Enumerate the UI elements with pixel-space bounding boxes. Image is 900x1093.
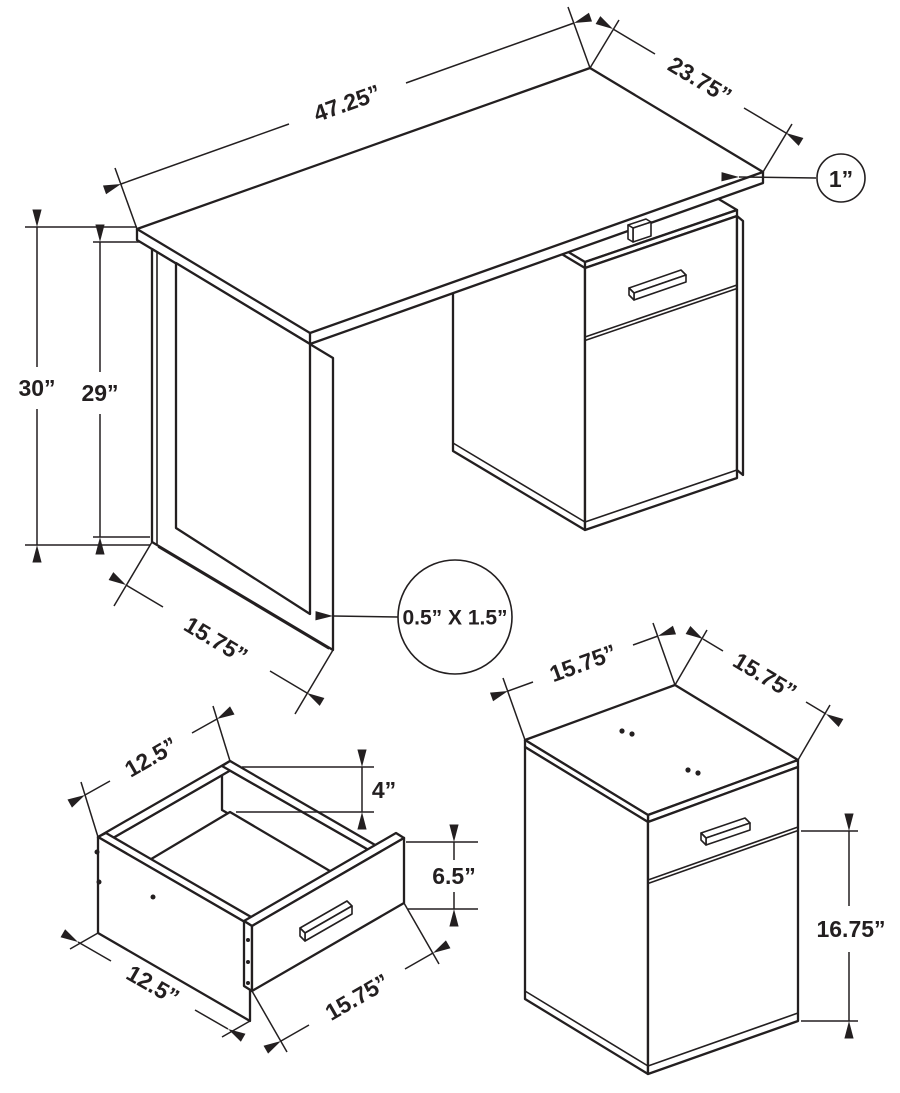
dim-line — [60, 929, 112, 962]
extension-line — [80, 781, 99, 838]
drawer-front-end-cap — [242, 919, 254, 993]
handle-end-cap — [700, 832, 707, 846]
dim-label-desk-height: 30” — [18, 375, 55, 401]
cabinet-drawer-gap-line2 — [647, 829, 799, 885]
dim-line — [102, 123, 290, 195]
dim-line — [743, 107, 804, 146]
dim-line — [108, 572, 164, 608]
cabinet-drawer-gap-line2 — [584, 287, 738, 342]
cabinet-front-face — [646, 765, 800, 1076]
dim-desk-height: 30” — [18, 209, 150, 563]
cabinet-plinth-line-front — [647, 1012, 799, 1067]
cabinet-detail-handle — [700, 817, 751, 846]
desk-assembly-view: 47.25” 23.75” 1” 30” — [18, 6, 866, 715]
mount-hole — [629, 731, 635, 737]
dim-cabinet-door-height: 16.75” — [801, 813, 886, 1039]
extension-line — [221, 1020, 251, 1038]
desktop-front-top-edge — [308, 170, 765, 335]
dim-label-drawer-front-height: 6.5” — [432, 863, 475, 889]
leader-line — [721, 172, 817, 182]
extension-line — [251, 990, 288, 1053]
screw-hole — [96, 879, 102, 885]
dim-label-cabinet-top-width: 15.75” — [546, 639, 620, 687]
extension-line — [674, 629, 708, 686]
cabinet-plinth-line-left — [452, 442, 586, 523]
dim-label-top-thickness: 1” — [829, 166, 853, 192]
drawer-handle — [299, 900, 353, 942]
dim-label-drawer-front-width: 15.75” — [321, 968, 394, 1025]
extension-line — [589, 19, 620, 69]
dim-drawer-inner-height: 4” — [236, 749, 396, 830]
dim-line — [405, 12, 593, 84]
dim-line — [194, 1009, 246, 1042]
desktop-left-end-edge — [135, 227, 312, 335]
cabinet-right-edge-sliver — [735, 214, 745, 477]
dim-line — [67, 780, 111, 808]
cabinet-detail-view: 15.75” 15.75” 16.75” — [489, 622, 886, 1076]
dim-line — [685, 626, 724, 652]
dim-label-desk-clearance: 29” — [81, 380, 118, 406]
cam-hole — [246, 938, 250, 942]
dim-drawer-front-height: 6.5” — [406, 824, 478, 927]
extension-line — [114, 167, 138, 230]
dim-label-desk-depth: 23.75” — [664, 51, 737, 109]
extension-line — [69, 932, 99, 950]
dim-label-desk-length: 47.25” — [310, 79, 384, 127]
leg-bottom-rail-bevel — [157, 546, 330, 650]
cabinet-drawer-gap-line — [647, 826, 799, 881]
cam-hole — [246, 960, 250, 964]
cabinet-mounting-tab — [627, 218, 652, 243]
dim-line — [632, 625, 677, 646]
callout-top-thickness: 1” — [721, 153, 866, 203]
dim-label-drawer-top-depth: 12.5” — [120, 732, 182, 783]
tab-side — [627, 224, 634, 243]
dim-label-leg-tube: 0.5” X 1.5” — [402, 607, 507, 630]
handle-end-cap — [628, 287, 635, 301]
dim-label-cabinet-door-height: 16.75” — [816, 916, 885, 942]
mount-hole — [685, 767, 691, 773]
dim-line — [263, 1024, 310, 1054]
dim-line — [489, 681, 534, 702]
dim-line — [595, 16, 656, 55]
extension-line — [294, 649, 334, 715]
extension-line — [652, 622, 676, 686]
dim-desk-clearance: 29” — [81, 224, 150, 555]
leg-inner-loop — [174, 261, 312, 616]
dim-line — [404, 940, 451, 970]
drawer-detail-view: 12.5” 4” 6.5” 12.5” — [60, 705, 478, 1054]
callout-circle — [397, 559, 513, 675]
mount-hole — [695, 770, 701, 776]
extension-line — [403, 902, 440, 965]
cabinet-front-face — [583, 214, 739, 532]
cabinet-plinth-line-left — [524, 990, 649, 1067]
dim-label-drawer-inner-height: 4” — [372, 777, 396, 803]
handle-end-cap — [299, 927, 306, 942]
mount-hole — [619, 728, 625, 734]
dim-line — [269, 670, 325, 706]
cabinet-drawer-gap-line — [584, 284, 738, 338]
extension-line — [797, 704, 831, 761]
callout-leg-tube: 0.5” X 1.5” — [315, 559, 513, 675]
desk-metal-leg-frame — [150, 247, 335, 652]
leader-line — [315, 611, 399, 621]
extension-line — [567, 6, 591, 69]
extension-line — [762, 123, 793, 173]
cam-hole — [246, 981, 250, 985]
dim-line — [191, 706, 235, 734]
screw-hole — [150, 894, 156, 900]
dim-label-leg-depth: 15.75” — [180, 611, 253, 669]
screw-hole — [94, 849, 100, 855]
extension-line — [502, 677, 526, 741]
cabinet-plinth-line-front — [584, 469, 738, 523]
dim-label-cabinet-top-depth: 15.75” — [729, 647, 802, 705]
callout-circle — [816, 153, 866, 203]
cabinet-drawer-handle — [628, 269, 687, 301]
extension-line — [212, 705, 231, 762]
extension-line — [113, 541, 153, 607]
dim-line — [805, 701, 844, 727]
